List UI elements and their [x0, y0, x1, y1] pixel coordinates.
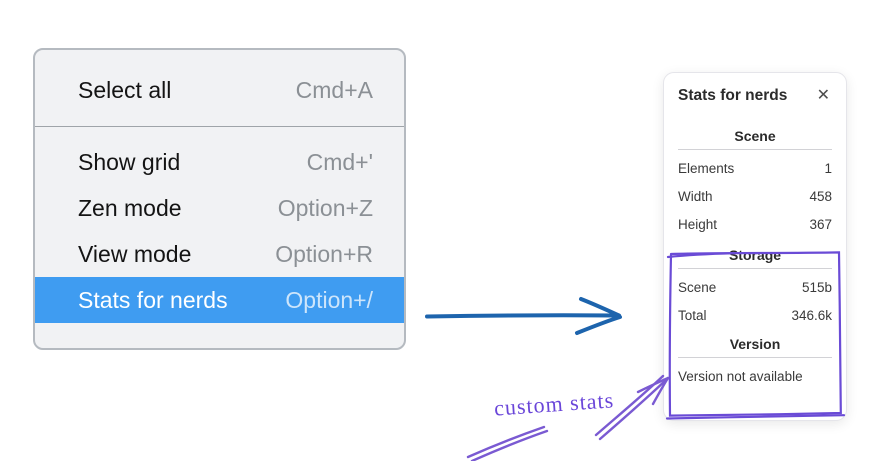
- stat-row-total-storage: Total 346.6k: [678, 301, 832, 329]
- stat-label: Scene: [678, 279, 717, 295]
- section-heading-scene: Scene: [734, 128, 776, 144]
- menu-item-shortcut: Option+R: [275, 240, 373, 267]
- menu-item-zen-mode[interactable]: Zen mode Option+Z: [35, 185, 404, 231]
- menu-item-label: Select all: [78, 76, 172, 103]
- stat-row-width: Width 458: [678, 182, 832, 210]
- stat-value: 367: [809, 216, 832, 232]
- stat-value: 458: [809, 188, 832, 204]
- stat-label: Width: [678, 188, 713, 204]
- stats-panel-title: Stats for nerds: [678, 87, 788, 104]
- menu-item-shortcut: Option+/: [285, 286, 373, 313]
- stat-label: Total: [678, 307, 707, 323]
- stat-value: 1: [824, 160, 832, 176]
- close-icon[interactable]: ✕: [816, 87, 830, 104]
- section-divider: [678, 149, 832, 150]
- section-heading-version: Version: [729, 336, 781, 352]
- menu-section-top: Select all Cmd+A: [35, 50, 404, 126]
- menu-item-shortcut: Cmd+A: [295, 76, 373, 103]
- section-divider: [678, 268, 832, 269]
- version-note: Version not available: [678, 368, 803, 384]
- menu-item-shortcut: Cmd+': [306, 148, 373, 175]
- stat-label: Elements: [678, 160, 735, 176]
- menu-item-stats-for-nerds[interactable]: Stats for nerds Option+/: [35, 277, 404, 323]
- menu-item-label: Stats for nerds: [78, 286, 228, 313]
- menu-section-main: Show grid Cmd+' Zen mode Option+Z View m…: [35, 127, 404, 323]
- stat-value: 346.6k: [791, 307, 832, 323]
- section-heading-storage: Storage: [728, 247, 782, 263]
- stat-row-scene-storage: Scene 515b: [678, 273, 832, 301]
- stats-panel-header: Stats for nerds ✕: [678, 86, 832, 106]
- menu-item-label: Show grid: [78, 148, 181, 175]
- menu-item-shortcut: Option+Z: [277, 194, 373, 221]
- stats-panel: Stats for nerds ✕ Scene Elements 1 Width…: [663, 72, 847, 421]
- custom-stats-label: custom stats: [493, 387, 615, 421]
- stat-row-elements: Elements 1: [678, 154, 832, 182]
- section-divider: [678, 357, 832, 358]
- stat-label: Height: [678, 216, 718, 232]
- blue-arrow-annotation: [425, 297, 622, 335]
- stat-row-height: Height 367: [678, 210, 832, 238]
- context-menu: Select all Cmd+A Show grid Cmd+' Zen mod…: [33, 48, 406, 350]
- menu-item-label: Zen mode: [78, 194, 182, 221]
- menu-divider: [35, 126, 404, 127]
- stat-value: 515b: [801, 279, 832, 295]
- menu-item-show-grid[interactable]: Show grid Cmd+': [35, 139, 404, 185]
- menu-item-view-mode[interactable]: View mode Option+R: [35, 231, 404, 277]
- menu-item-select-all[interactable]: Select all Cmd+A: [35, 67, 404, 113]
- menu-item-label: View mode: [78, 240, 192, 267]
